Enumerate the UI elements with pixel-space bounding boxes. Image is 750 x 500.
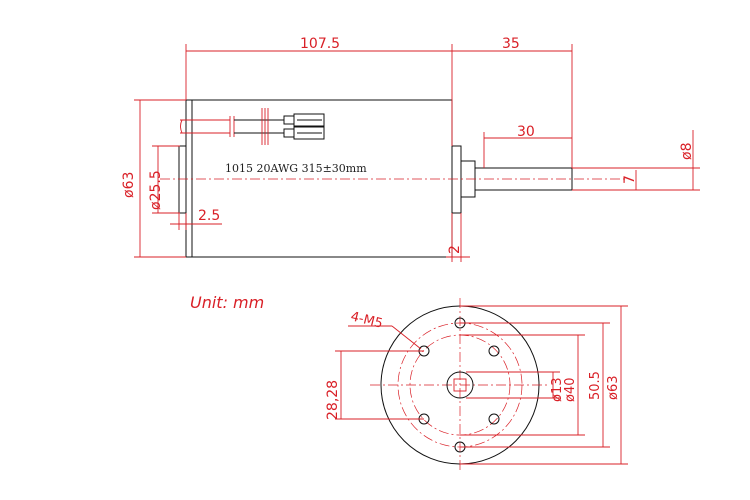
dim-shaft: ø13 [466,371,565,403]
svg-text:107.5: 107.5 [300,36,340,52]
shaft-boss [446,371,474,399]
svg-text:ø8: ø8 [679,143,695,160]
svg-text:ø40: ø40 [563,378,578,403]
svg-text:4-M5: 4-M5 [349,309,384,331]
dim-flange: 2 [446,213,470,262]
motor-body [185,99,453,258]
hole-upper-right [488,345,500,357]
svg-text:35: 35 [502,36,520,52]
dim-spacing: 28,28 [325,350,424,420]
dim-shaft-length: 30 [483,124,572,168]
dim-outer: ø63 [460,305,628,465]
svg-text:ø63: ø63 [121,172,137,198]
svg-text:30: 30 [517,124,535,140]
side-view: 1015 20AWG 315±30mm 107.5 35 30 ø8 [121,36,700,262]
svg-text:ø25.5: ø25.5 [148,170,164,210]
svg-text:7: 7 [622,175,638,184]
dim-pcd-inner: ø40 [460,334,585,436]
dim-boss-depth: 2.5 [170,208,222,230]
svg-text:ø13: ø13 [550,378,565,403]
dim-shaft-total: 35 [452,36,573,168]
rear-boss [178,145,187,214]
cable-leads: 1015 20AWG 315±30mm [180,108,367,175]
end-view: 4-M5 28,28 ø13 ø40 50.5 [325,298,628,472]
front-flange [451,145,462,214]
dim-body-length: 107.5 [185,36,453,146]
svg-text:2: 2 [447,245,463,254]
unit-label: Unit: mm [190,293,264,312]
cable-note: 1015 20AWG 315±30mm [225,162,367,175]
svg-text:2.5: 2.5 [198,208,220,224]
dim-pcd-outer: 50.5 [460,322,610,448]
hole-lower-right [488,413,500,425]
svg-text:28,28: 28,28 [325,380,341,420]
dim-boss-dia: ø25.5 [148,145,180,214]
svg-text:50.5: 50.5 [588,371,603,400]
dim-shaft-flat: 7 [622,170,638,190]
shaft-end [453,378,467,392]
svg-text:ø63: ø63 [606,376,621,401]
dim-screws: 4-M5 [348,309,422,350]
dim-body-dia: ø63 [121,99,186,258]
